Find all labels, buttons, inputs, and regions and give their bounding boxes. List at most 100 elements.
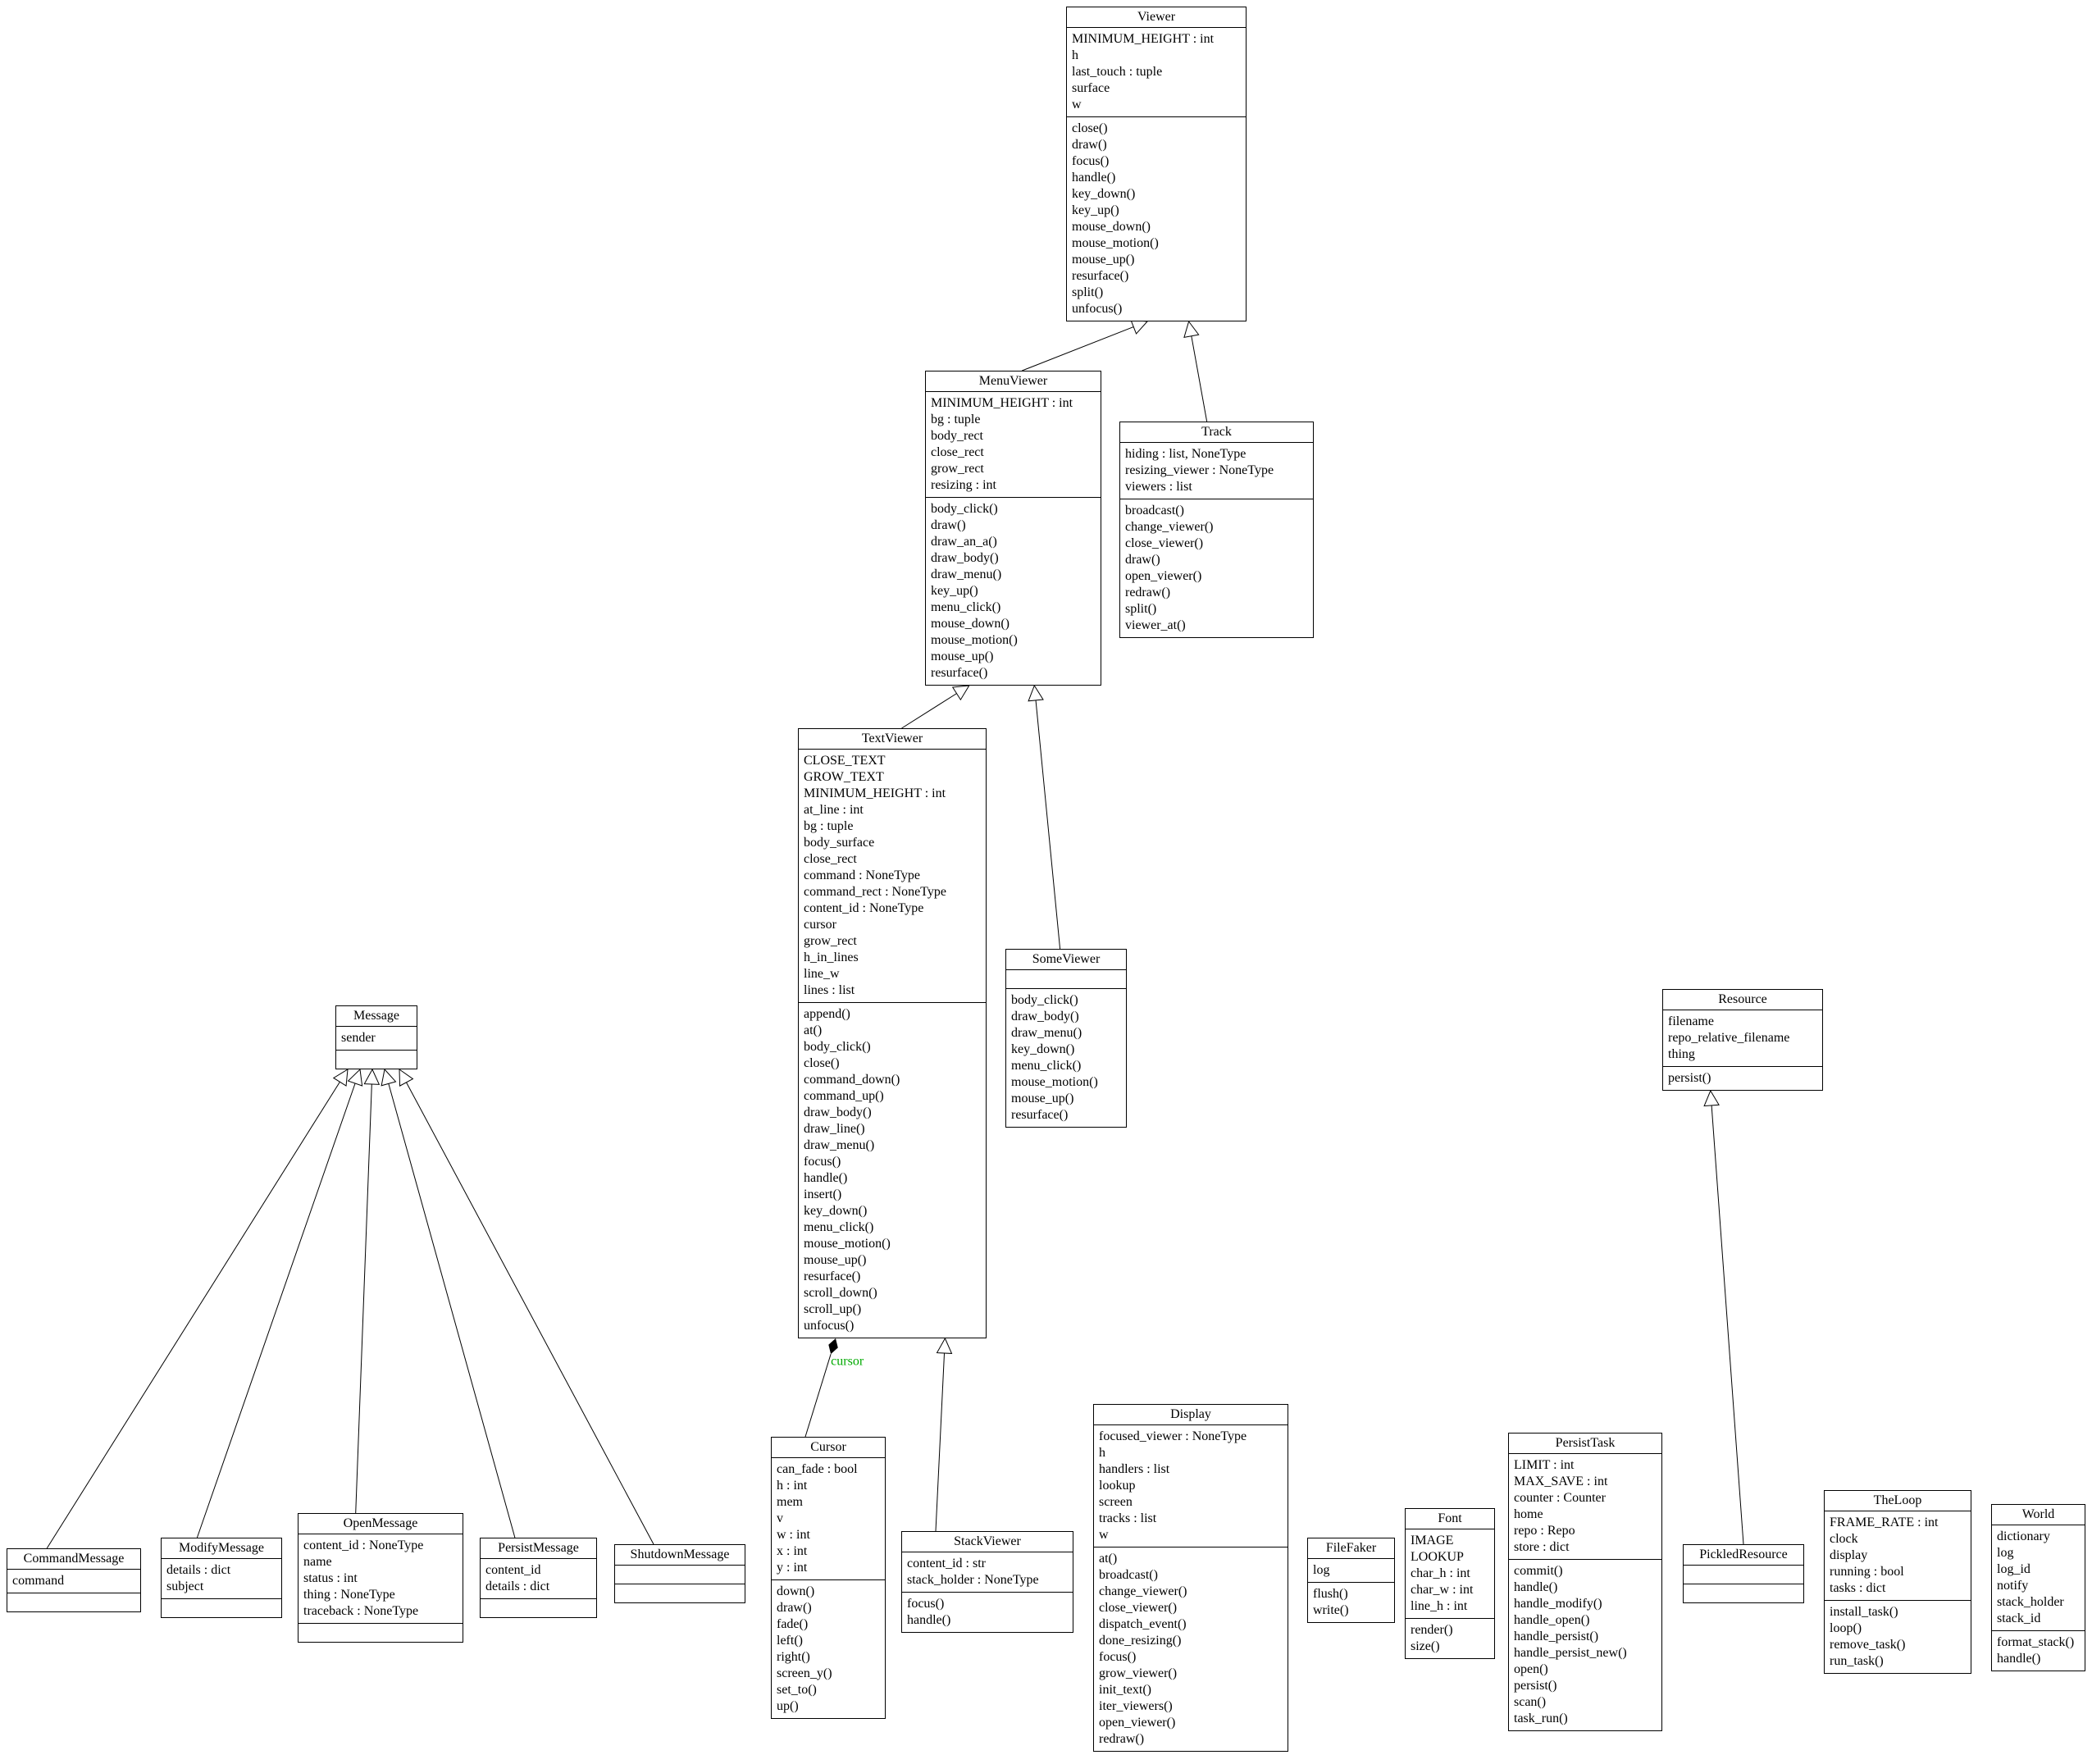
class-attribute: status : int bbox=[303, 1571, 358, 1585]
attributes-compartment bbox=[1006, 969, 1126, 988]
class-attribute: command : NoneType bbox=[804, 868, 920, 882]
class-method: open_viewer() bbox=[1125, 569, 1202, 583]
class-attribute: details : dict bbox=[166, 1563, 231, 1577]
class-attribute: focused_viewer : NoneType bbox=[1099, 1429, 1247, 1443]
class-method: draw() bbox=[777, 1601, 812, 1615]
methods-compartment: focus()handle() bbox=[902, 1592, 1073, 1632]
methods-compartment: commit()handle()handle_modify()handle_op… bbox=[1509, 1559, 1661, 1730]
class-method: loop() bbox=[1830, 1621, 1862, 1635]
class-attribute: log bbox=[1997, 1546, 2014, 1560]
methods-compartment: body_click()draw_body()draw_menu()key_do… bbox=[1006, 988, 1126, 1127]
class-method: screen_y() bbox=[777, 1666, 832, 1680]
class-method: menu_click() bbox=[1011, 1059, 1082, 1073]
class-attribute: traceback : NoneType bbox=[303, 1604, 419, 1618]
methods-compartment bbox=[336, 1050, 417, 1069]
class-attribute: repo : Repo bbox=[1514, 1524, 1575, 1538]
class-method: append() bbox=[804, 1007, 850, 1021]
methods-compartment: append()at()body_click()close()command_d… bbox=[799, 1002, 986, 1338]
class-name: StackViewer bbox=[954, 1534, 1021, 1548]
class-attribute: x : int bbox=[777, 1544, 808, 1558]
class-method: handle_open() bbox=[1514, 1613, 1590, 1627]
class-method: at() bbox=[1099, 1552, 1118, 1566]
class-attribute: IMAGE bbox=[1411, 1534, 1454, 1547]
class-method: split() bbox=[1072, 285, 1104, 299]
class-method: menu_click() bbox=[931, 600, 1001, 614]
class-attribute: close_rect bbox=[804, 852, 857, 866]
association-label: cursor bbox=[831, 1355, 864, 1369]
class-name: Resource bbox=[1718, 992, 1767, 1006]
class-method: fade() bbox=[777, 1617, 809, 1631]
class-attribute: h_in_lines bbox=[804, 950, 859, 964]
hollow-triangle-arrowhead bbox=[1028, 684, 1044, 702]
class-attribute: w bbox=[1099, 1528, 1109, 1542]
class-method: write() bbox=[1313, 1603, 1349, 1617]
class-method: mouse_motion() bbox=[804, 1237, 891, 1251]
class-attribute: content_id : str bbox=[907, 1557, 986, 1570]
class-method: change_viewer() bbox=[1099, 1584, 1187, 1598]
class-attribute: content_id bbox=[485, 1563, 541, 1577]
class-name: PersistTask bbox=[1555, 1436, 1616, 1450]
class-method: key_down() bbox=[804, 1204, 868, 1218]
composition-edge-cursor-to-textviewer: cursor bbox=[804, 1338, 864, 1438]
class-method: set_to() bbox=[777, 1683, 817, 1697]
class-name: CommandMessage bbox=[23, 1552, 125, 1566]
class-attribute: char_h : int bbox=[1411, 1566, 1470, 1580]
methods-compartment: at()broadcast()change_viewer()close_view… bbox=[1094, 1547, 1288, 1751]
class-attribute: last_touch : tuple bbox=[1072, 65, 1163, 79]
inheritance-edge-openmessage-to-message bbox=[355, 1068, 381, 1514]
class-attribute: close_rect bbox=[931, 445, 984, 459]
edge-line bbox=[935, 1352, 946, 1532]
class-name: Track bbox=[1201, 425, 1232, 439]
class-method: down() bbox=[777, 1584, 815, 1598]
class-attribute: filename bbox=[1668, 1014, 1714, 1028]
class-attribute: thing : NoneType bbox=[303, 1588, 395, 1602]
class-attribute: home bbox=[1514, 1507, 1543, 1521]
class-attribute: stack_holder bbox=[1997, 1595, 2064, 1609]
class-name: ModifyMessage bbox=[179, 1541, 264, 1555]
class-method: mouse_up() bbox=[1072, 253, 1135, 267]
class-method: key_up() bbox=[931, 584, 978, 598]
edge-line bbox=[1191, 335, 1208, 422]
class-name: PickledResource bbox=[1699, 1547, 1788, 1561]
class-method: grow_viewer() bbox=[1099, 1666, 1178, 1680]
class-attribute: h : int bbox=[777, 1479, 808, 1493]
edge-line bbox=[196, 1083, 356, 1538]
class-attribute: grow_rect bbox=[804, 934, 857, 948]
class-method: persist() bbox=[1514, 1679, 1557, 1693]
class-method: draw_menu() bbox=[931, 567, 1002, 581]
methods-compartment: format_stack()handle() bbox=[1992, 1630, 2085, 1671]
hollow-triangle-arrowhead bbox=[936, 1337, 953, 1354]
class-attribute: surface bbox=[1072, 81, 1110, 95]
class-method: commit() bbox=[1514, 1564, 1563, 1578]
class-method: mouse_motion() bbox=[1011, 1075, 1098, 1089]
class-attribute: GROW_TEXT bbox=[804, 770, 884, 784]
methods-compartment bbox=[615, 1584, 745, 1602]
methods-compartment: body_click()draw()draw_an_a()draw_body()… bbox=[926, 497, 1101, 685]
class-attribute: body_surface bbox=[804, 836, 875, 850]
edge-line bbox=[406, 1082, 654, 1545]
class-attribute: MINIMUM_HEIGHT : int bbox=[931, 396, 1073, 410]
class-method: open() bbox=[1514, 1662, 1548, 1676]
edge-line bbox=[46, 1081, 340, 1549]
class-attribute: clock bbox=[1830, 1532, 1858, 1546]
class-method: remove_task() bbox=[1830, 1638, 1906, 1652]
edge-line bbox=[1035, 700, 1061, 950]
class-attribute: display bbox=[1830, 1548, 1868, 1562]
class-attribute: dictionary bbox=[1997, 1529, 2050, 1543]
hollow-triangle-arrowhead bbox=[347, 1068, 363, 1087]
class-method: close() bbox=[1072, 121, 1108, 135]
class-attribute: store : dict bbox=[1514, 1540, 1570, 1554]
attributes-compartment bbox=[1684, 1565, 1803, 1584]
methods-compartment: persist() bbox=[1663, 1066, 1822, 1090]
edge-line bbox=[355, 1083, 372, 1514]
class-attribute: content_id : NoneType bbox=[303, 1538, 424, 1552]
